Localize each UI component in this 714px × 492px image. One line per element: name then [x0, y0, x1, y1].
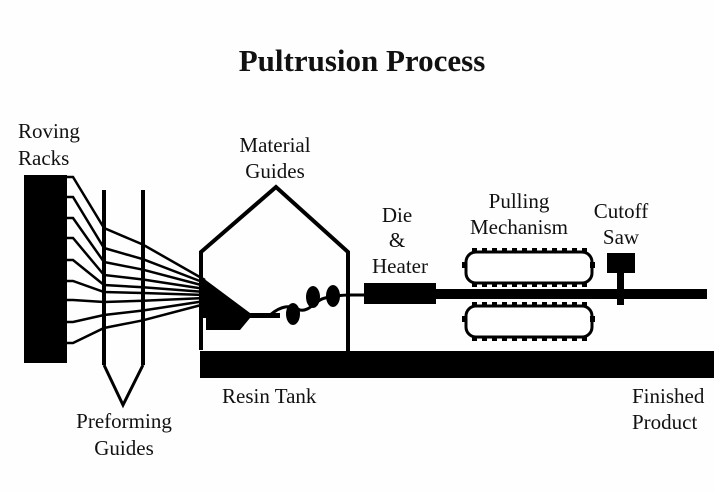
material-guides-label-line1: Material: [239, 133, 310, 157]
tread-tooth: [502, 302, 507, 307]
tread-tooth: [542, 302, 547, 307]
tread-tooth: [512, 336, 517, 341]
tread-tooth: [572, 336, 577, 341]
tread-tooth: [522, 302, 527, 307]
upper-tread: [464, 250, 594, 285]
diagram-title: Pultrusion Process: [239, 43, 486, 78]
tread-tooth: [492, 248, 497, 253]
tread-tooth: [582, 302, 587, 307]
material-guides-enclosure: [199, 184, 350, 352]
tread-tooth: [532, 302, 537, 307]
tread-tooth: [472, 336, 477, 341]
die-heater-label-line3: Heater: [372, 254, 428, 278]
pulling-mechanism-label-line2: Mechanism: [470, 215, 568, 239]
tread-tooth: [472, 248, 477, 253]
tread-tooth: [552, 282, 557, 287]
tread-tooth: [552, 302, 557, 307]
tread-tooth: [472, 282, 477, 287]
tread-tooth: [482, 248, 487, 253]
tread-tooth: [502, 282, 507, 287]
tread-tooth: [572, 282, 577, 287]
guide-roller-3: [326, 285, 340, 307]
tread-tooth: [590, 262, 595, 268]
tread-tooth: [482, 336, 487, 341]
preforming-guide-v: [102, 364, 145, 409]
tread-tooth: [522, 282, 527, 287]
cutoff-saw-label-line1: Cutoff: [594, 199, 648, 223]
tread-tooth: [572, 248, 577, 253]
tread-tooth: [590, 316, 595, 322]
tread-tooth: [542, 248, 547, 253]
cutoff-saw-blade: [617, 273, 624, 305]
tread-tooth: [562, 282, 567, 287]
tread-tooth: [492, 282, 497, 287]
tread-tooth: [582, 248, 587, 253]
die-heater-label-line2: &: [389, 228, 405, 252]
material-guide-funnel: [203, 278, 280, 330]
fiber-strand: [67, 175, 206, 282]
tread-tooth: [532, 282, 537, 287]
finished-product-label-line2: Product: [632, 410, 697, 434]
preforming-guides-label-line1: Preforming: [76, 409, 172, 433]
cutoff-saw-head: [607, 253, 635, 273]
roving-racks-label-line1: Roving: [18, 119, 80, 143]
tread-tooth: [562, 248, 567, 253]
roving-racks-label-line2: Racks: [18, 146, 69, 170]
tread-tooth: [462, 262, 467, 268]
tread-tooth: [532, 336, 537, 341]
tread-tooth: [522, 248, 527, 253]
tread-tooth: [512, 248, 517, 253]
tread-tooth: [492, 302, 497, 307]
tread-tooth: [542, 336, 547, 341]
tread-tooth: [562, 302, 567, 307]
tread-tooth: [552, 336, 557, 341]
guide-roller-1: [286, 303, 300, 325]
guide-roller-2: [306, 286, 320, 308]
tread-tooth: [512, 282, 517, 287]
tread-tooth: [542, 282, 547, 287]
tread-tooth: [502, 336, 507, 341]
fiber-strand: [67, 299, 206, 324]
tread-tooth: [572, 302, 577, 307]
pulling-mechanism: [462, 248, 595, 341]
tread-tooth: [582, 336, 587, 341]
fiber-strand: [67, 302, 206, 345]
product-profile: [436, 289, 707, 299]
tread-tooth: [502, 248, 507, 253]
resin-tank-label: Resin Tank: [222, 384, 317, 408]
tread-tooth: [582, 282, 587, 287]
fiber-strand: [67, 296, 206, 304]
tread-tooth: [562, 336, 567, 341]
pulling-mechanism-label-line1: Pulling: [489, 189, 550, 213]
die-heater: [364, 283, 436, 304]
finished-product-label-line1: Finished: [632, 384, 705, 408]
tread-tooth: [522, 336, 527, 341]
tread-tooth: [492, 336, 497, 341]
material-guides-label-line2: Guides: [245, 159, 305, 183]
die-heater-label-line1: Die: [382, 203, 412, 227]
tread-tooth: [552, 248, 557, 253]
cutoff-saw-label-line2: Saw: [603, 225, 640, 249]
preforming-guides-label-line2: Guides: [94, 436, 154, 460]
tread-tooth: [472, 302, 477, 307]
tread-tooth: [482, 302, 487, 307]
tread-tooth: [532, 248, 537, 253]
tread-tooth: [462, 316, 467, 322]
resin-tank: [200, 351, 714, 378]
tread-tooth: [512, 302, 517, 307]
fiber-strands: [67, 175, 206, 345]
roving-rack: [24, 175, 67, 363]
lower-tread: [464, 304, 594, 339]
preforming-guides: [102, 190, 145, 409]
tread-tooth: [482, 282, 487, 287]
